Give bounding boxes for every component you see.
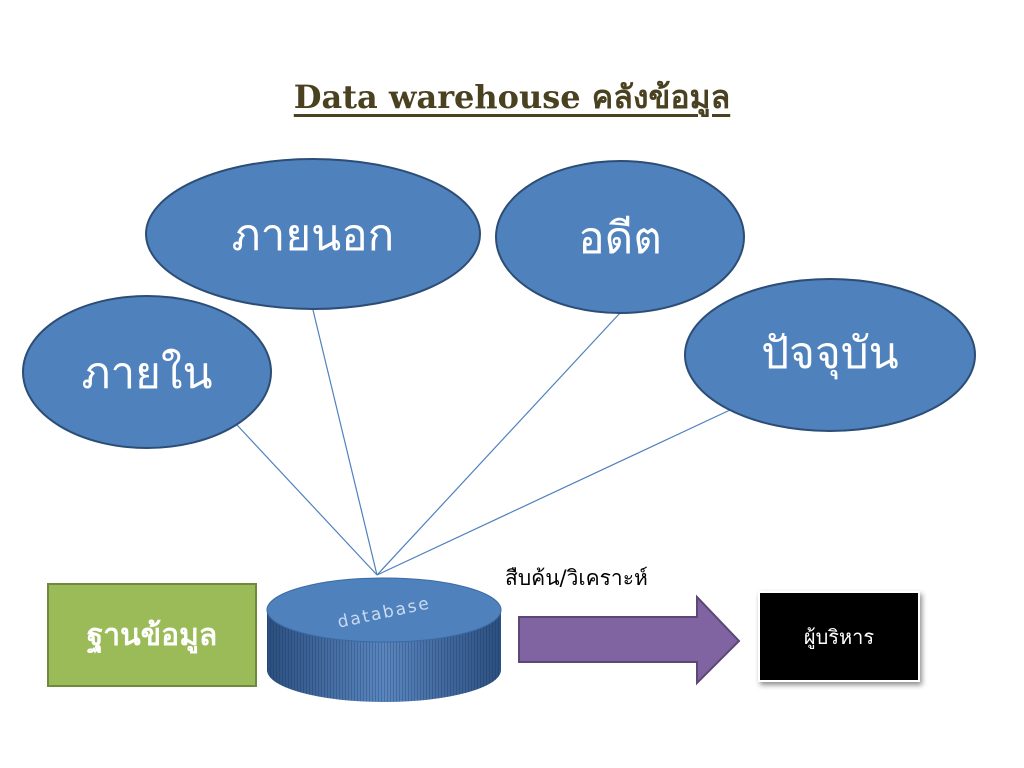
executive-label: ผู้บริหาร <box>803 624 875 649</box>
connector-line-internal <box>236 424 378 576</box>
slide-title: Data warehouse คลังข้อมูล <box>293 78 731 116</box>
executive-box: ผู้บริหาร <box>758 591 920 682</box>
source-internal: ภายใน <box>22 295 272 449</box>
source-internal-label: ภายใน <box>81 348 212 399</box>
analysis-label: สืบค้น/วิเคราะห์ <box>505 566 648 590</box>
source-past: อดีต <box>495 160 745 314</box>
source-past-label: อดีต <box>578 213 662 264</box>
analysis-arrow <box>518 594 741 686</box>
source-present: ปัจจุบัน <box>684 278 976 432</box>
database-cylinder: database <box>266 577 502 702</box>
source-present-label: ปัจจุบัน <box>761 328 899 380</box>
connector-line-past <box>376 312 621 576</box>
data-store-box: ฐานข้อมูล <box>47 583 257 687</box>
source-external-label: ภายนอก <box>232 210 395 261</box>
source-external: ภายนอก <box>145 158 481 310</box>
connector-line-present <box>376 409 731 576</box>
connector-line-external <box>312 309 378 576</box>
data-store-label: ฐานข้อมูล <box>86 617 218 653</box>
